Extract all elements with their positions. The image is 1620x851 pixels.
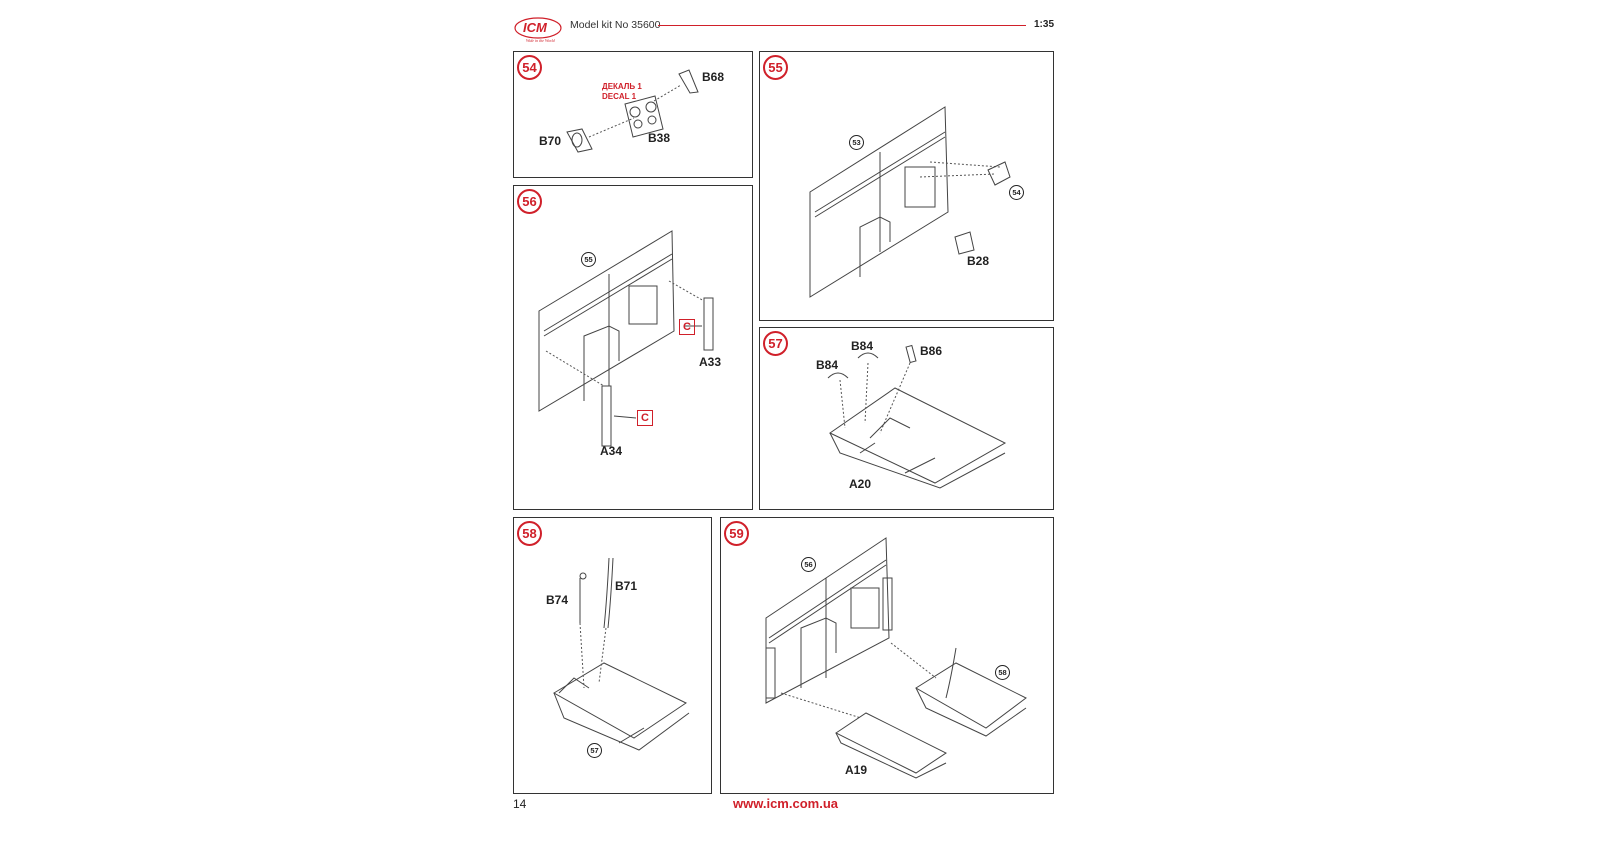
- part-label: B86: [920, 344, 943, 358]
- step-56-drawing: [538, 230, 714, 447]
- part-label: B28: [967, 254, 990, 268]
- step-reference: 57: [587, 743, 602, 758]
- step-54-drawing: [566, 69, 699, 153]
- step-number: 58: [517, 521, 542, 546]
- part-label: B74: [546, 593, 569, 607]
- paint-code-box: C: [679, 319, 695, 335]
- paint-code-box: C: [637, 410, 653, 426]
- step-reference: 54: [1009, 185, 1024, 200]
- step-number: 56: [517, 189, 542, 214]
- step-58-panel: 58 B74 B71 57: [513, 517, 712, 794]
- kit-title: Model kit No 35600: [570, 19, 661, 31]
- step-59-drawing: [765, 537, 1027, 779]
- step-reference: 55: [581, 252, 596, 267]
- icm-logo: ICM Wide in the World: [513, 14, 563, 44]
- website-link[interactable]: www.icm.com.ua: [733, 796, 838, 811]
- step-57-panel: 57 B84 B84 B86 A20: [759, 327, 1054, 510]
- step-number: 59: [724, 521, 749, 546]
- header-rule: [658, 25, 1026, 26]
- step-number: 55: [763, 55, 788, 80]
- step-number: 57: [763, 331, 788, 356]
- decal-label-ru: ДЕКАЛЬ 1: [602, 82, 642, 91]
- part-label: B70: [539, 134, 562, 148]
- svg-text:Wide in the World: Wide in the World: [526, 38, 556, 43]
- step-54-panel: 54 ДЕКАЛЬ 1 DECAL 1 B68 B70 B38: [513, 51, 753, 178]
- step-reference: 58: [995, 665, 1010, 680]
- scale-label: 1:35: [1034, 19, 1055, 30]
- part-label: B84: [851, 339, 874, 353]
- part-label: A34: [600, 444, 623, 458]
- part-label: B71: [615, 579, 638, 593]
- step-57-drawing: [827, 344, 1007, 489]
- part-label: B84: [816, 358, 839, 372]
- part-label: B38: [648, 131, 671, 145]
- step-56-panel: 56 55 C C A33 A34: [513, 185, 753, 510]
- part-label: A20: [849, 477, 872, 491]
- step-55-panel: 55 53 54 B28: [759, 51, 1054, 321]
- step-55-drawing: [809, 106, 1011, 298]
- svg-text:ICM: ICM: [523, 20, 548, 35]
- decal-label-en: DECAL 1: [602, 92, 637, 101]
- step-59-panel: 59 56 58 A19: [720, 517, 1054, 794]
- step-reference: 53: [849, 135, 864, 150]
- part-label: B68: [702, 70, 725, 84]
- step-number: 54: [517, 55, 542, 80]
- part-label: A19: [845, 763, 868, 777]
- part-label: A33: [699, 355, 722, 369]
- step-58-drawing: [553, 557, 690, 751]
- page-number: 14: [513, 797, 527, 811]
- step-reference: 56: [801, 557, 816, 572]
